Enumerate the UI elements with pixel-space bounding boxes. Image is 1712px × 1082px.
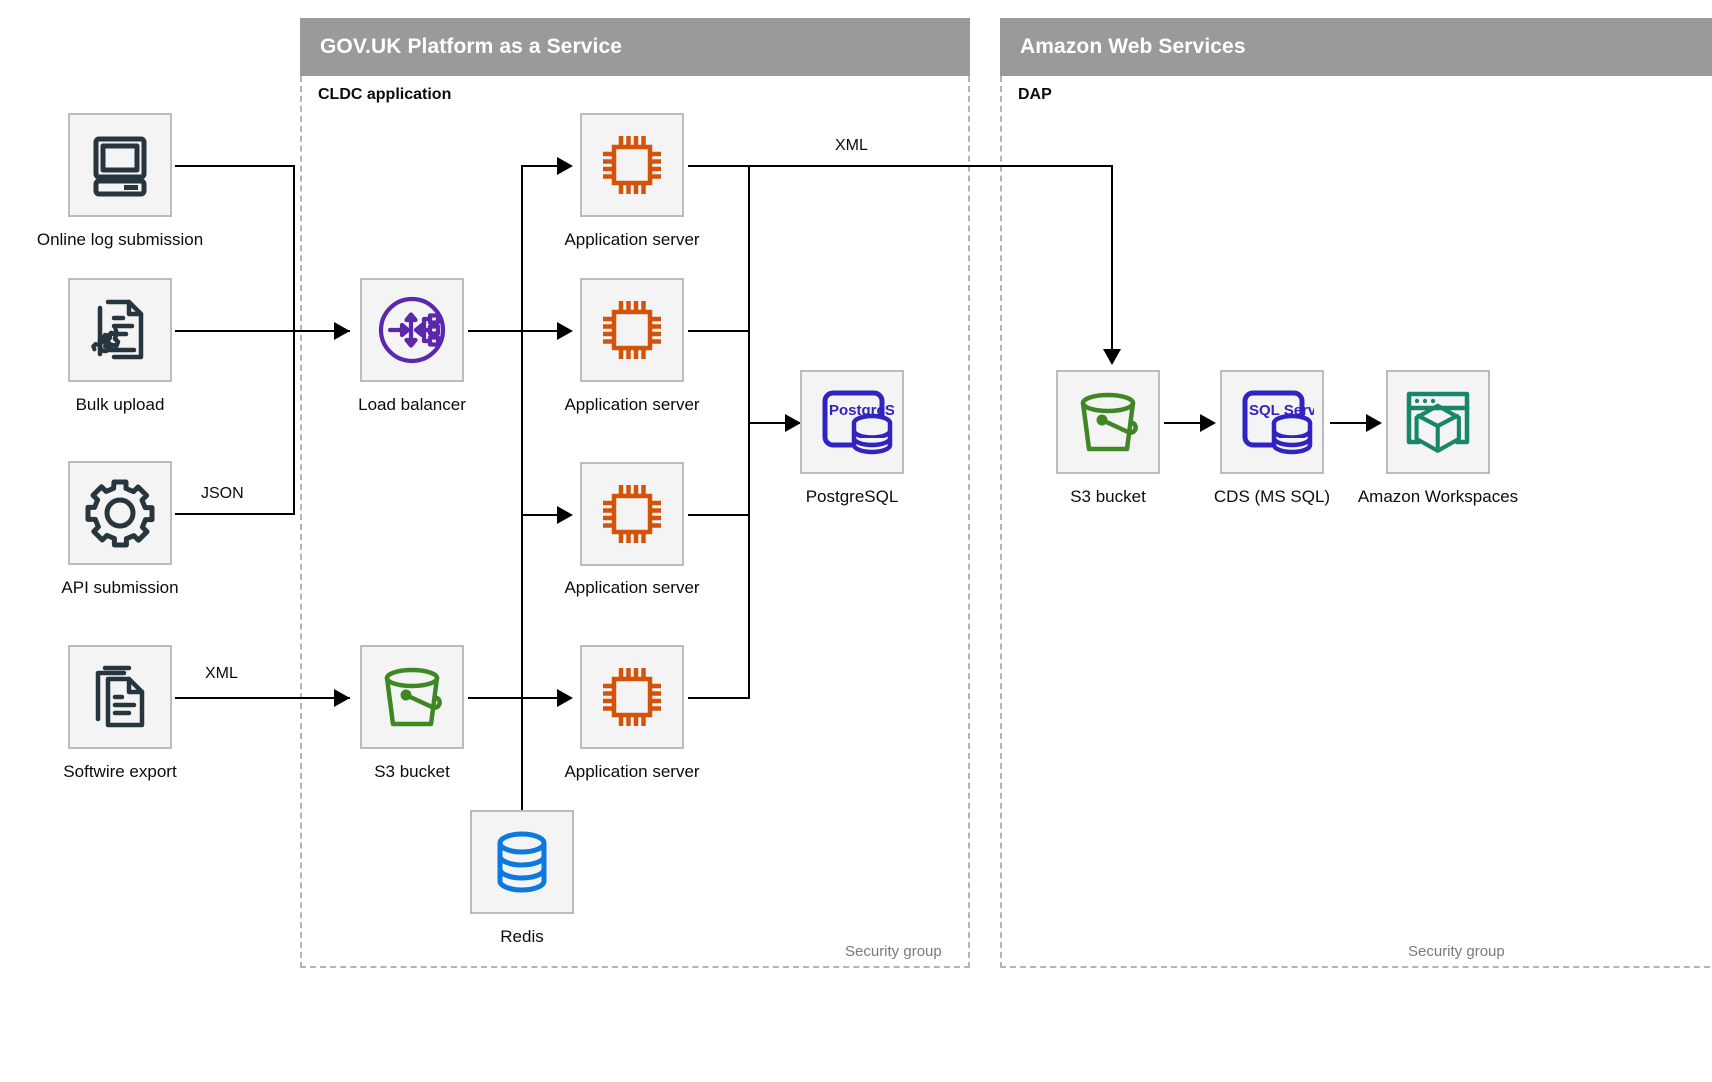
document-stack-icon bbox=[84, 661, 156, 733]
node-redis[interactable] bbox=[470, 810, 574, 914]
node-label-application-server-4: Application server bbox=[564, 762, 700, 781]
node-api-submission[interactable] bbox=[68, 461, 172, 565]
wire-app4-out bbox=[688, 697, 750, 699]
node-bulk-upload[interactable] bbox=[68, 278, 172, 382]
node-label-cds-ms-sql: CDS (MS SQL) bbox=[1213, 487, 1331, 506]
wire-app2-out bbox=[688, 330, 750, 332]
wire-redis-to-bus bbox=[521, 805, 523, 813]
arrow-into-s3-dap bbox=[1103, 349, 1121, 365]
wire-collector-bus bbox=[748, 165, 750, 697]
wire-xml-to-aws bbox=[688, 165, 1113, 167]
desktop-computer-icon bbox=[84, 129, 156, 201]
wire-bus-vertical-left-lower bbox=[293, 330, 295, 515]
cpu-chip-icon bbox=[595, 293, 669, 367]
node-label-load-balancer: Load balancer bbox=[358, 395, 466, 414]
wire-bulk-to-loadbalancer bbox=[175, 330, 350, 332]
bucket-icon bbox=[374, 661, 450, 733]
load-balancer-icon bbox=[374, 292, 450, 368]
node-cds-ms-sql[interactable]: SQL Server bbox=[1220, 370, 1324, 474]
arrow-into-app1 bbox=[557, 157, 573, 175]
node-label-online-log-submission: Online log submission bbox=[36, 230, 204, 249]
wire-softwire-to-s3 bbox=[175, 697, 350, 699]
node-s3-bucket-dap[interactable] bbox=[1056, 370, 1160, 474]
node-label-application-server-2: Application server bbox=[564, 395, 700, 414]
arrow-into-workspaces bbox=[1366, 414, 1382, 432]
node-application-server-2[interactable] bbox=[580, 278, 684, 382]
node-label-postgresql: PostgreSQL bbox=[805, 487, 899, 506]
security-group-paas bbox=[300, 76, 970, 968]
security-group-aws bbox=[1000, 76, 1712, 968]
group-header-aws-label: Amazon Web Services bbox=[1020, 35, 1246, 58]
document-gear-icon bbox=[84, 294, 156, 366]
wire-cds-to-workspaces bbox=[1330, 422, 1380, 424]
cpu-chip-icon bbox=[595, 660, 669, 734]
node-application-server-4[interactable] bbox=[580, 645, 684, 749]
arrow-into-s3-paas bbox=[334, 689, 350, 707]
group-header-paas: GOV.UK Platform as a Service bbox=[300, 18, 970, 76]
node-load-balancer[interactable] bbox=[360, 278, 464, 382]
node-label-application-server-3: Application server bbox=[564, 578, 700, 597]
sqlserver-database-icon: SQL Server bbox=[1230, 383, 1314, 461]
label-xml-export: XML bbox=[830, 137, 873, 155]
wire-online-log-to-bus bbox=[175, 165, 295, 167]
security-group-aws-label: Security group bbox=[1408, 943, 1505, 960]
gear-icon bbox=[83, 476, 157, 550]
cpu-chip-icon bbox=[595, 477, 669, 551]
security-group-paas-label: Security group bbox=[845, 943, 942, 960]
node-application-server-1[interactable] bbox=[580, 113, 684, 217]
wire-fan-to-app3 bbox=[521, 514, 569, 516]
bucket-icon bbox=[1070, 386, 1146, 458]
postgresql-database-icon: PostgreSQL bbox=[810, 383, 894, 461]
arrow-into-app3 bbox=[557, 506, 573, 524]
wire-loadbalancer-to-fan bbox=[468, 330, 523, 332]
database-cylinder-icon bbox=[488, 826, 556, 898]
node-postgresql[interactable]: PostgreSQL bbox=[800, 370, 904, 474]
arrow-into-cds bbox=[1200, 414, 1216, 432]
inner-title-cldc-application: CLDC application bbox=[318, 86, 452, 103]
node-application-server-3[interactable] bbox=[580, 462, 684, 566]
node-online-log-submission[interactable] bbox=[68, 113, 172, 217]
node-amazon-workspaces[interactable] bbox=[1386, 370, 1490, 474]
group-header-aws: Amazon Web Services bbox=[1000, 18, 1712, 76]
wire-bus-vertical-left bbox=[293, 165, 295, 365]
node-label-api-submission: API submission bbox=[61, 578, 179, 597]
wire-s3-to-cds bbox=[1164, 422, 1214, 424]
node-label-redis: Redis bbox=[500, 927, 544, 946]
node-softwire-export[interactable] bbox=[68, 645, 172, 749]
wire-xml-down-to-s3 bbox=[1111, 165, 1113, 355]
label-xml-softwire: XML bbox=[200, 665, 243, 683]
wire-app3-out bbox=[688, 514, 750, 516]
workspaces-cube-icon bbox=[1400, 386, 1476, 458]
arrow-into-postgresql bbox=[785, 414, 801, 432]
wire-s3-to-fan bbox=[468, 697, 523, 699]
wire-api-to-bus bbox=[175, 513, 295, 515]
label-json: JSON bbox=[196, 485, 249, 503]
arrow-into-app2 bbox=[557, 322, 573, 340]
inner-title-dap: DAP bbox=[1018, 86, 1052, 103]
wire-fan-to-app2 bbox=[521, 330, 569, 332]
wire-fan-to-app1 bbox=[521, 165, 569, 167]
arrow-into-loadbalancer bbox=[334, 322, 350, 340]
wire-fan-to-app4 bbox=[521, 697, 569, 699]
node-label-softwire-export: Softwire export bbox=[63, 762, 177, 781]
cpu-chip-icon bbox=[595, 128, 669, 202]
node-label-s3-bucket-dap: S3 bucket bbox=[1070, 487, 1146, 506]
node-label-amazon-workspaces: Amazon Workspaces bbox=[1357, 487, 1519, 506]
node-s3-bucket-paas[interactable] bbox=[360, 645, 464, 749]
node-label-application-server-1: Application server bbox=[564, 230, 700, 249]
wire-fan-bus bbox=[521, 165, 523, 805]
wire-collector-to-postgresql bbox=[748, 422, 800, 424]
group-header-paas-label: GOV.UK Platform as a Service bbox=[320, 35, 622, 58]
arrow-into-app4 bbox=[557, 689, 573, 707]
node-label-bulk-upload: Bulk upload bbox=[75, 395, 165, 414]
node-label-s3-bucket-paas: S3 bucket bbox=[374, 762, 450, 781]
